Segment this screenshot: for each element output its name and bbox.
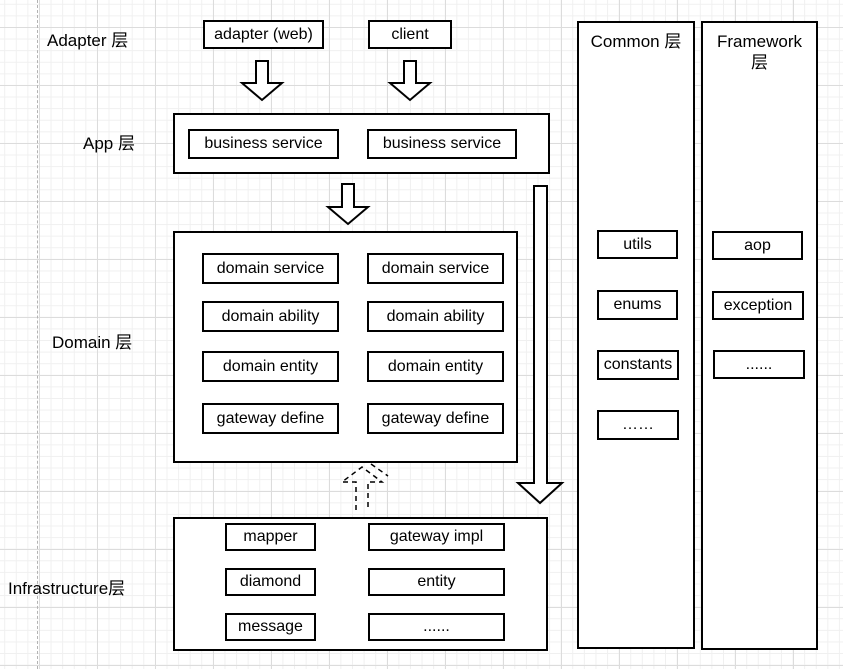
node-exception: exception (712, 291, 804, 320)
node-gateway-impl: gateway impl (368, 523, 505, 551)
arrow-adapter-to-app (239, 60, 285, 102)
node-aop: aop (712, 231, 803, 260)
dashed-arrowhead-fragment (370, 463, 389, 477)
label-domain-layer: Domain 层 (52, 333, 133, 352)
label-framework-layer: Framework 层 (716, 32, 802, 72)
page-boundary-guide (37, 0, 38, 669)
node-constants: constants (597, 350, 679, 380)
node-mapper: mapper (225, 523, 316, 551)
node-client: client (368, 20, 452, 49)
node-enums: enums (597, 290, 678, 320)
label-app-layer: App 层 (83, 134, 135, 153)
node-domain-service-left: domain service (202, 253, 339, 284)
label-adapter-layer: Adapter 层 (47, 31, 129, 50)
node-domain-ability-right: domain ability (367, 301, 504, 332)
label-infrastructure-layer: Infrastructure层 (8, 579, 126, 598)
node-domain-service-right: domain service (367, 253, 504, 284)
framework-layer-container: Framework 层 (701, 21, 818, 650)
node-framework-ellipsis: ...... (713, 350, 805, 379)
node-common-ellipsis: …… (597, 410, 679, 440)
arrow-app-to-infrastructure (515, 185, 565, 505)
arrow-app-to-domain (325, 183, 371, 226)
node-diamond: diamond (225, 568, 316, 596)
node-gateway-define-left: gateway define (202, 403, 339, 434)
arrow-infrastructure-to-domain-dashed (339, 466, 385, 510)
common-layer-container: Common 层 (577, 21, 695, 649)
node-domain-entity-left: domain entity (202, 351, 339, 382)
node-message: message (225, 613, 316, 641)
node-business-service-1: business service (188, 129, 339, 159)
node-domain-entity-right: domain entity (367, 351, 504, 382)
node-domain-ability-left: domain ability (202, 301, 339, 332)
node-business-service-2: business service (367, 129, 517, 159)
node-gateway-define-right: gateway define (367, 403, 504, 434)
node-entity: entity (368, 568, 505, 596)
node-infrastructure-ellipsis: ...... (368, 613, 505, 641)
node-adapter-web: adapter (web) (203, 20, 324, 49)
arrow-client-to-app (387, 60, 433, 102)
node-utils: utils (597, 230, 678, 259)
label-common-layer: Common 层 (590, 32, 682, 51)
